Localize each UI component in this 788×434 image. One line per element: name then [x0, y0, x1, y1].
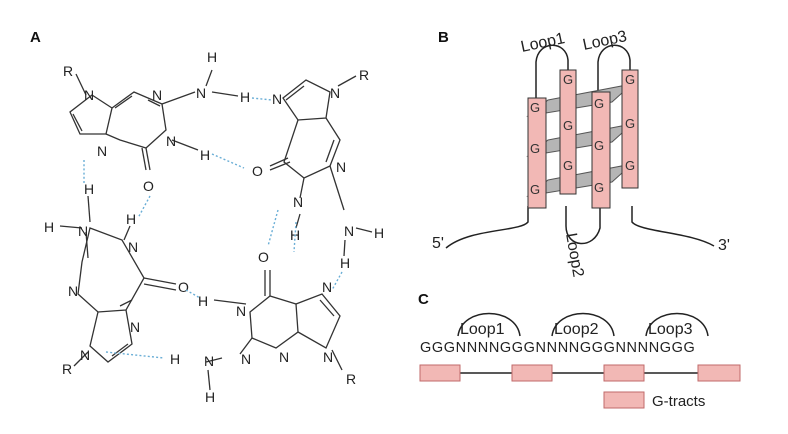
atom-h: H	[170, 351, 180, 367]
atom-n: N	[236, 303, 246, 319]
guanine-bottom-left: N N N N N O H H H R	[44, 181, 189, 377]
loop1-label: Loop1	[460, 321, 505, 338]
atom-n: N	[344, 223, 354, 239]
atom-n: N	[322, 279, 332, 295]
legend-swatch	[603, 391, 645, 409]
atom-o: O	[252, 163, 263, 179]
atom-o: O	[178, 279, 189, 295]
atom-n: N	[130, 319, 140, 335]
atom-h: H	[374, 225, 384, 241]
atom-n: N	[84, 87, 94, 103]
atom-n: N	[166, 133, 176, 149]
g-base-label: G	[563, 118, 573, 133]
atom-h: H	[205, 389, 215, 405]
sequence-schematic: Loop1 Loop2 Loop3 GGGNNNNGGGNNNNGGGNNNNG…	[419, 312, 741, 410]
g-tract-pillar	[591, 91, 611, 209]
g-base-label: G	[625, 116, 635, 131]
panel-c-label: C	[418, 291, 429, 308]
loop1-arc	[457, 312, 521, 337]
loop2-arc	[551, 312, 615, 337]
loop2-path	[565, 206, 601, 245]
g-base-label: G	[594, 138, 604, 153]
atom-h: H	[340, 255, 350, 271]
atom-r: R	[359, 67, 369, 83]
panel-b-label: B	[438, 29, 449, 46]
g-base-label: G	[530, 141, 540, 156]
guanine-top-right: N N N N O N H H H R	[252, 67, 384, 271]
g-base-label: G	[625, 72, 635, 87]
sequence-text: GGGNNNNGGGNNNNGGGNNNNGGG	[420, 340, 695, 356]
g-tract-block	[697, 364, 741, 382]
atom-n: N	[80, 347, 90, 363]
atom-n: N	[336, 159, 346, 175]
atom-n: N	[152, 87, 162, 103]
atom-n: N	[204, 353, 214, 369]
atom-h: H	[84, 181, 94, 197]
atom-h: H	[44, 219, 54, 235]
atom-n: N	[196, 85, 206, 101]
atom-o: O	[258, 249, 269, 265]
g-base-label: G	[563, 158, 573, 173]
legend-label: G-tracts	[652, 393, 705, 410]
atom-n: N	[330, 85, 340, 101]
loop2-label: Loop2	[562, 232, 586, 279]
g-base-label: G	[563, 72, 573, 87]
g-tract-block	[603, 364, 645, 382]
atom-n: N	[293, 194, 303, 210]
atom-h: H	[207, 49, 217, 65]
atom-r: R	[62, 361, 72, 377]
loop3-arc	[645, 312, 709, 337]
g-base-label: G	[625, 158, 635, 173]
loop3-label: Loop3	[648, 321, 693, 338]
g-tract-block	[419, 364, 461, 382]
atom-n: N	[241, 351, 251, 367]
g-tetrad-structure: N N N N O N H H H R N N N	[44, 49, 384, 405]
guanine-bottom-right: O N N N N N H N H H R	[170, 249, 356, 405]
quadruplex-diagram: G G G G G G G G G G G G Loop1 Loop3 Loop…	[432, 28, 730, 279]
atom-n: N	[272, 91, 282, 107]
atom-h: H	[198, 293, 208, 309]
three-prime-label: 3'	[718, 237, 730, 254]
loop3-path	[597, 44, 631, 98]
loop1-path	[535, 44, 569, 98]
atom-o: O	[143, 178, 154, 194]
strand-5-prime	[445, 206, 529, 249]
loop1-label: Loop1	[519, 30, 566, 56]
atom-n: N	[323, 349, 333, 365]
atom-h: H	[200, 147, 210, 163]
atom-n: N	[279, 349, 289, 365]
atom-h: H	[240, 89, 250, 105]
guanine-top-left: N N N N O N H H H R	[63, 49, 250, 194]
five-prime-label: 5'	[432, 235, 444, 252]
strand-3-prime	[631, 206, 715, 247]
g-base-label: G	[594, 96, 604, 111]
panel-a-label: A	[30, 29, 41, 46]
g-tract-block	[511, 364, 553, 382]
g-base-label: G	[530, 100, 540, 115]
g-base-label: G	[594, 180, 604, 195]
atom-r: R	[63, 63, 73, 79]
atom-r: R	[346, 371, 356, 387]
atom-n: N	[78, 223, 88, 239]
g-tract-pillar	[527, 97, 547, 209]
g-base-label: G	[530, 182, 540, 197]
loop2-label: Loop2	[554, 321, 599, 338]
atom-n: N	[97, 143, 107, 159]
g-tract-pillar	[559, 69, 577, 195]
g-tract-pillar	[621, 69, 639, 189]
atom-h: H	[126, 211, 136, 227]
atom-n: N	[68, 283, 78, 299]
hydrogen-bonds	[83, 97, 343, 359]
loop3-label: Loop3	[581, 28, 628, 54]
atom-n: N	[128, 239, 138, 255]
